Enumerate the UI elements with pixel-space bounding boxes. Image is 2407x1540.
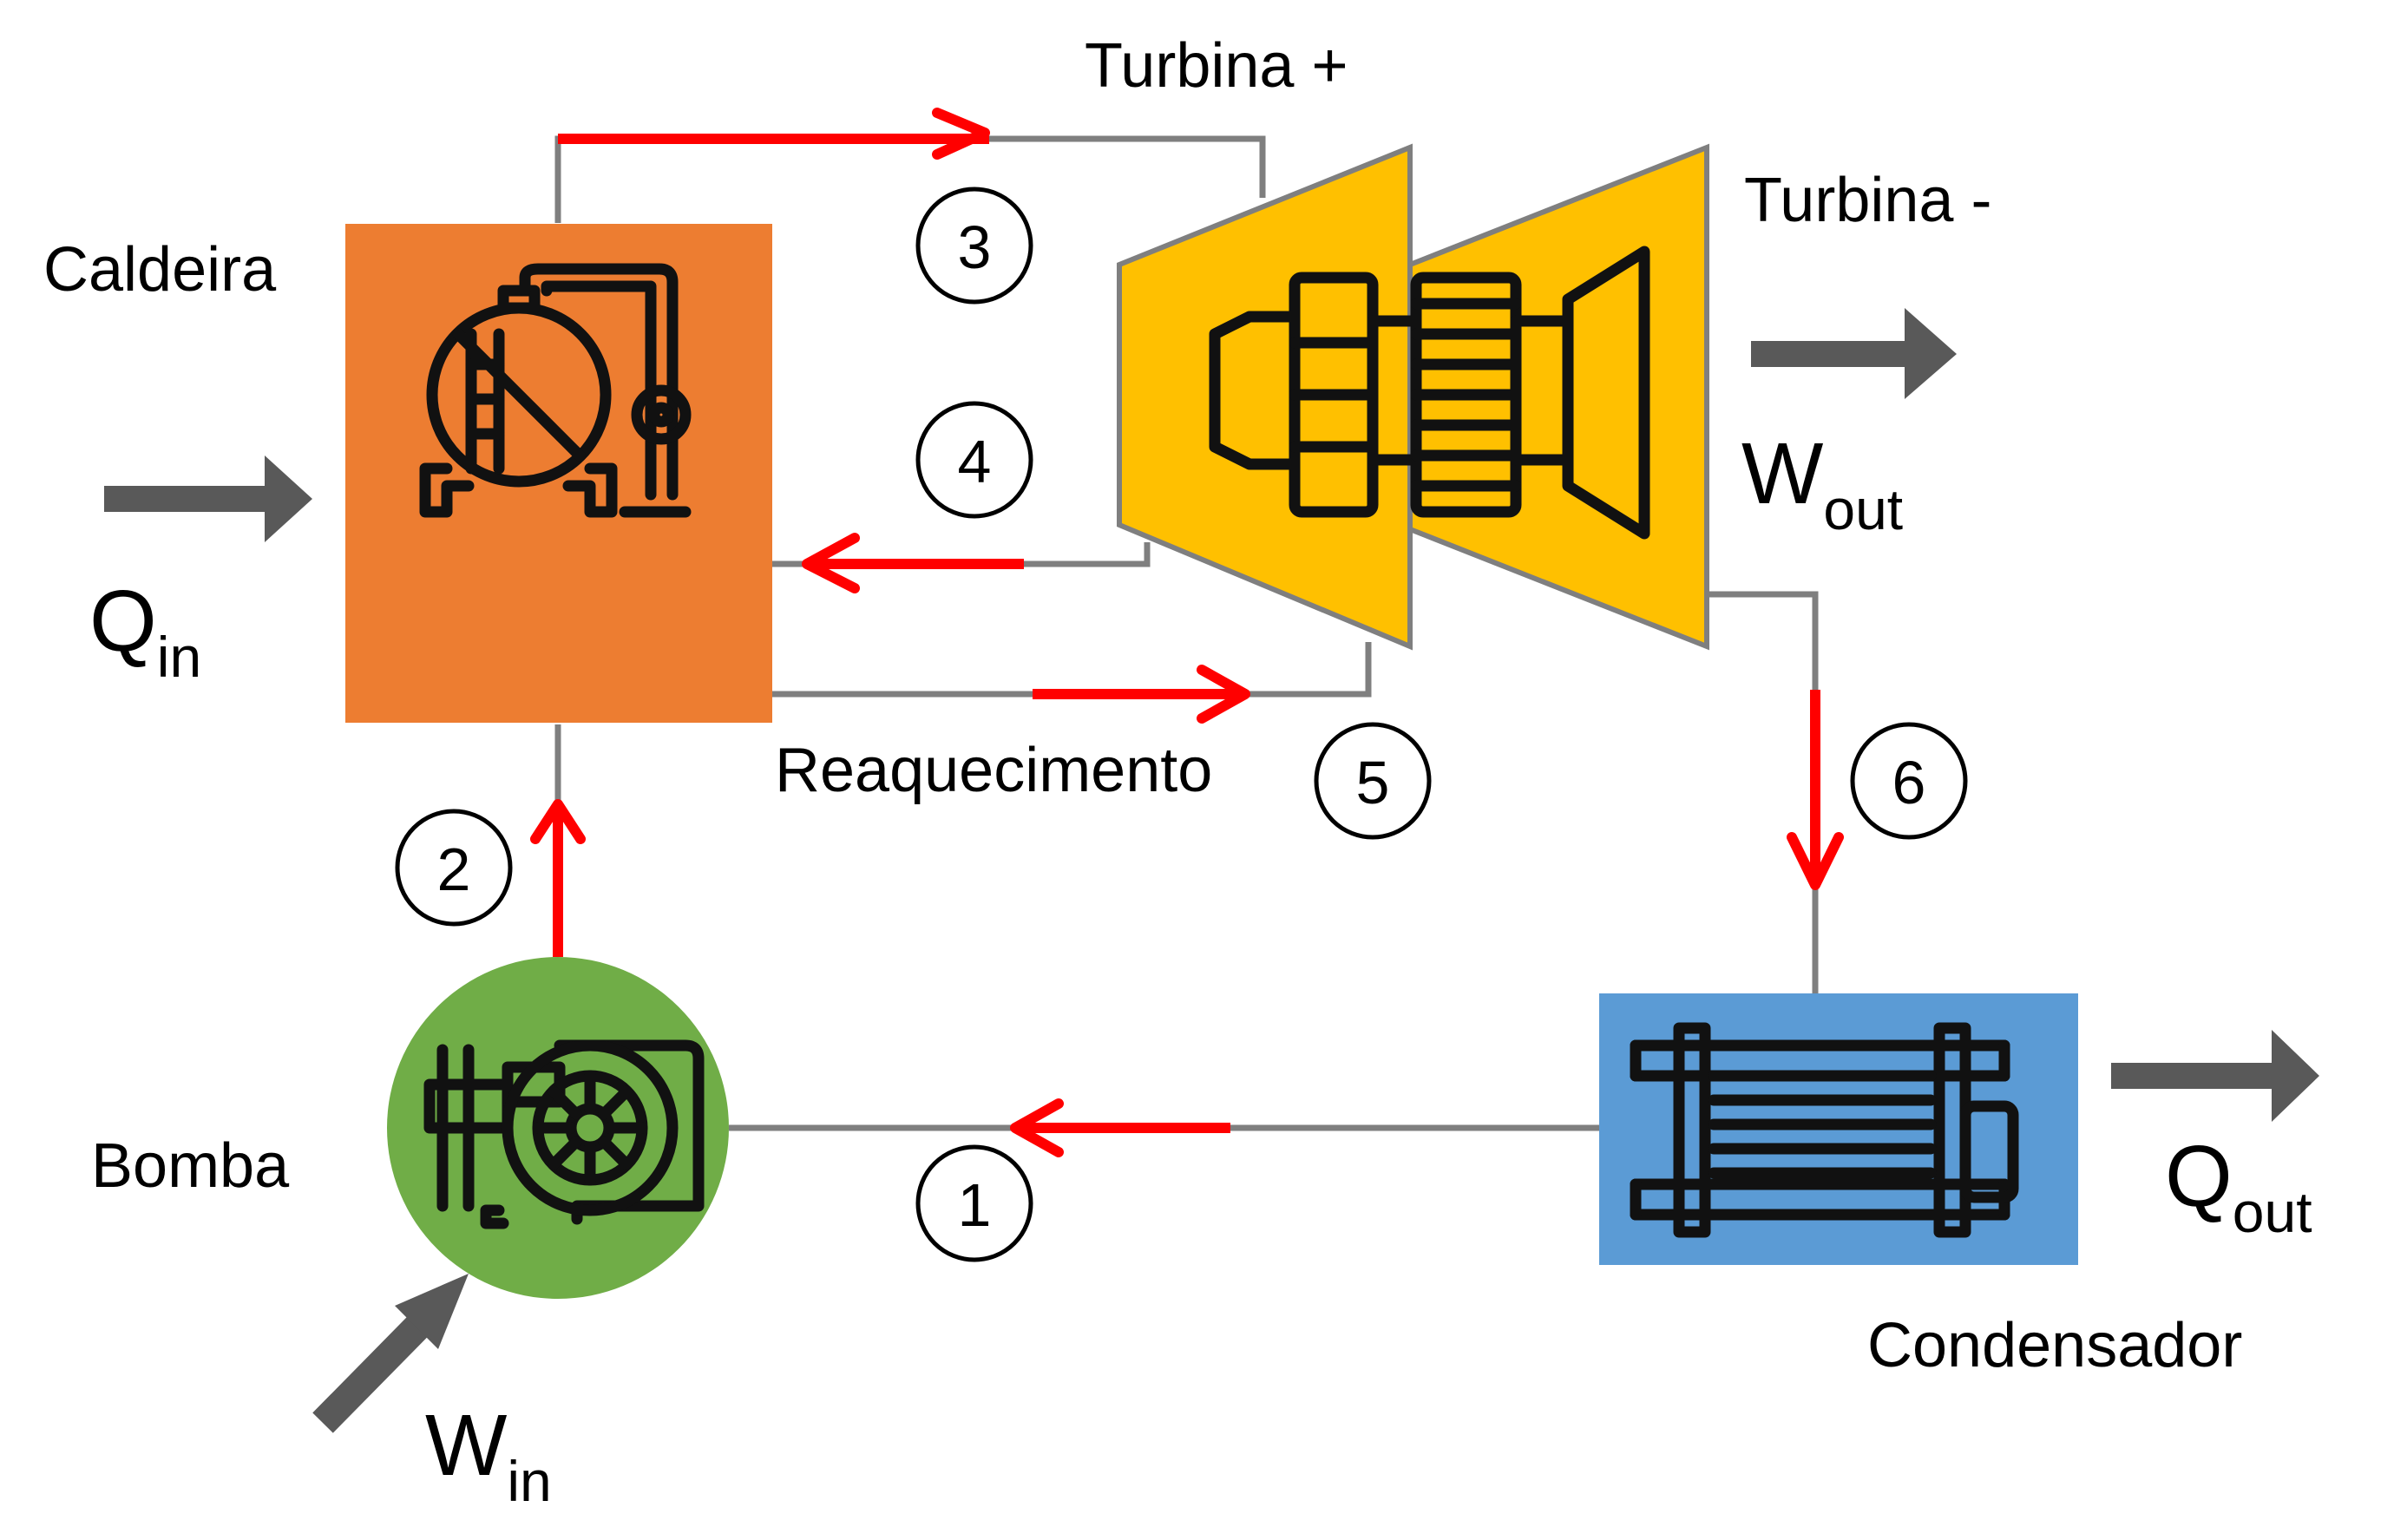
flow-arrow-5 (1033, 665, 1250, 724)
w-in-sub: in (507, 1449, 551, 1513)
turbine-shaft-icon (1209, 246, 1650, 540)
heat-exchanger-icon (1630, 1022, 2019, 1238)
flow-arrow-3 (558, 108, 990, 160)
state-marker-4: 4 (915, 401, 1033, 519)
w-in-main: W (425, 1397, 508, 1494)
flow-arrow-2 (530, 799, 586, 957)
state-marker-6: 6 (1850, 722, 1968, 840)
state-markers: 1 2 3 4 5 6 (395, 187, 1968, 1262)
boiler-tank-icon (419, 263, 692, 518)
state-marker-2: 2 (395, 809, 513, 927)
heat-in-arrow (104, 455, 312, 542)
label-caldeira: Caldeira (43, 235, 277, 305)
heat-out-arrow (2111, 1030, 2319, 1122)
label-q-in: Qin (89, 573, 201, 689)
label-q-out: Qout (2165, 1128, 2312, 1244)
label-w-out: Wout (1741, 425, 1903, 541)
state-number-6: 6 (1892, 749, 1926, 816)
work-in-arrow (312, 1274, 469, 1433)
label-turbina-lp: Turbina - (1744, 166, 1991, 235)
pipe-lp-turbine-to-condenser (1707, 591, 1819, 993)
flow-arrows (530, 108, 1844, 1157)
flow-arrow-6 (1787, 690, 1844, 890)
state-number-2: 2 (437, 836, 471, 903)
state-number-3: 3 (958, 213, 992, 281)
state-number-5: 5 (1356, 749, 1390, 816)
work-out-arrow (1751, 308, 1957, 399)
w-out-main: W (1741, 425, 1824, 522)
state-marker-3: 3 (915, 187, 1033, 305)
pipe-boiler-to-hp-turbine (554, 135, 1266, 223)
flow-arrow-1 (1010, 1098, 1230, 1157)
state-marker-5: 5 (1314, 722, 1432, 840)
q-out-main: Q (2165, 1128, 2233, 1225)
q-in-sub: in (157, 625, 201, 689)
label-w-in: Win (425, 1397, 552, 1513)
label-bomba: Bomba (91, 1131, 290, 1201)
pump-motor-icon (423, 1039, 705, 1229)
label-condensador: Condensador (1867, 1311, 2242, 1380)
label-reaquecimento: Reaquecimento (775, 736, 1212, 805)
state-marker-1: 1 (915, 1144, 1033, 1262)
state-number-4: 4 (958, 428, 992, 495)
state-number-1: 1 (958, 1171, 992, 1239)
w-out-sub: out (1823, 477, 1903, 541)
flow-arrow-4 (802, 533, 1024, 593)
q-in-main: Q (89, 573, 157, 670)
q-out-sub: out (2233, 1180, 2312, 1244)
label-turbina-hp: Turbina + (1085, 31, 1348, 101)
